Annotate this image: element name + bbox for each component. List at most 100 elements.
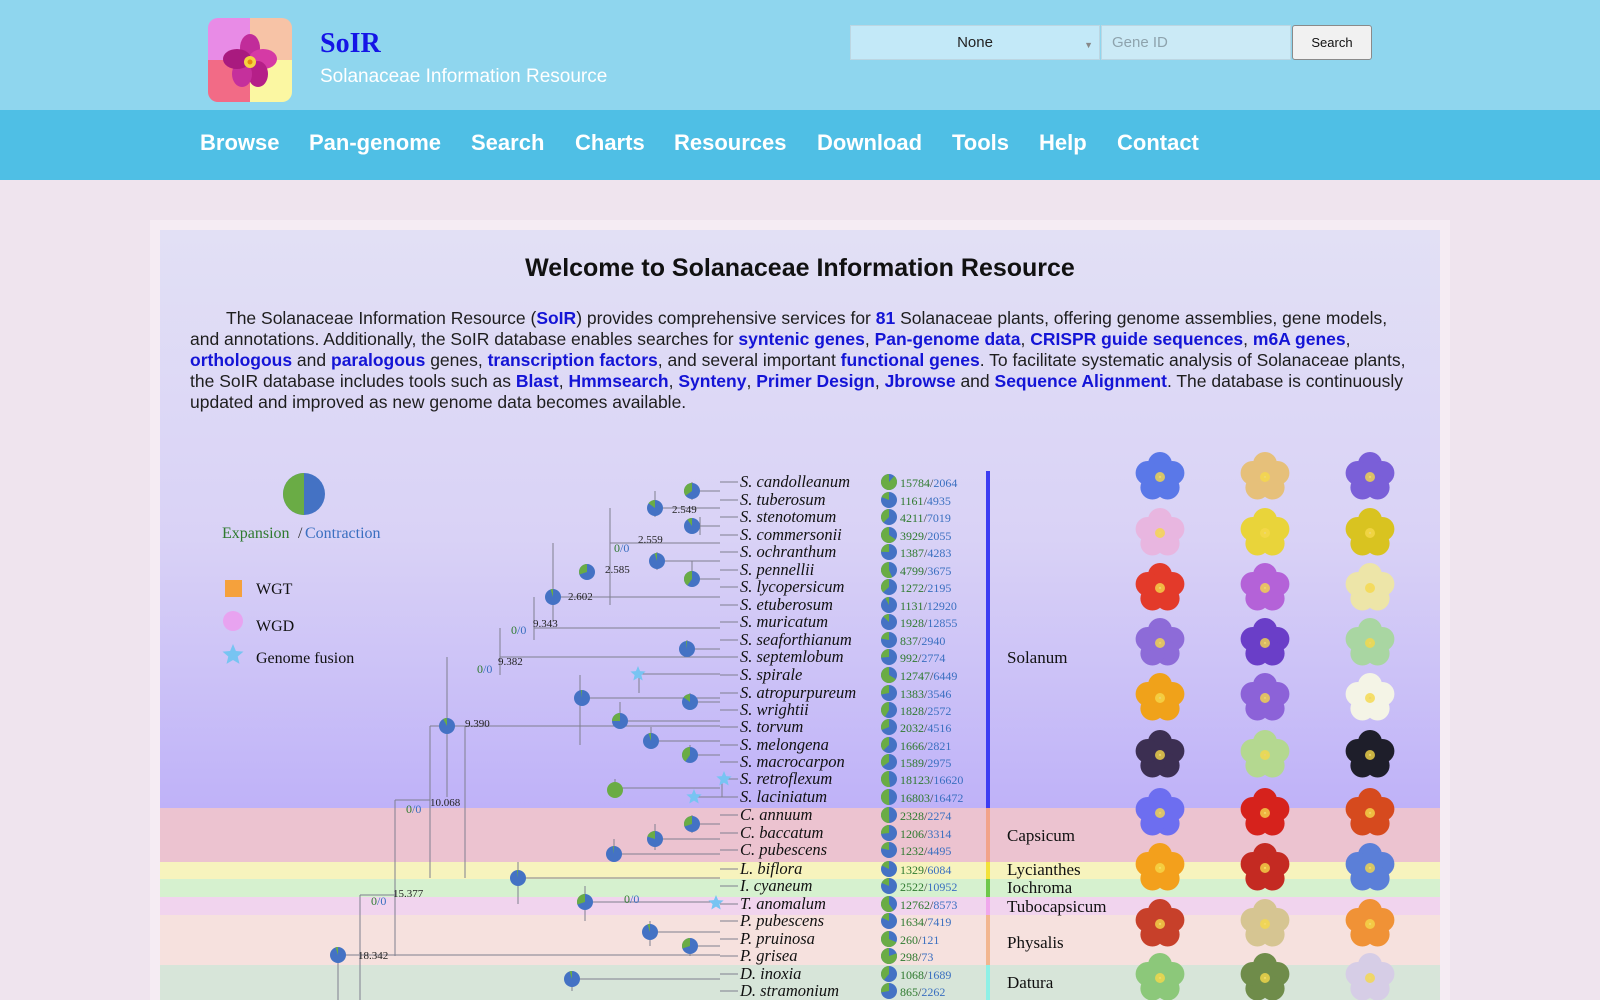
species-name: S. pennellii <box>740 560 815 579</box>
pie-expansion <box>880 579 889 593</box>
pie-expansion <box>881 948 897 964</box>
intro-link[interactable]: Jbrowse <box>884 371 956 391</box>
wgd-circle-icon <box>223 611 243 631</box>
nav-pan-genome[interactable]: Pan-genome <box>309 130 442 155</box>
genus-bar <box>986 862 990 879</box>
legend-pie <box>283 473 325 515</box>
node-gene-pie <box>579 564 595 580</box>
intro-link[interactable]: Blast <box>515 371 559 391</box>
species-gene-counts: 1272/2195 <box>900 581 951 595</box>
site-logo[interactable] <box>208 18 292 102</box>
species-gene-pie <box>881 719 897 735</box>
pie-expansion <box>881 667 896 683</box>
species-gene-counts: 1329/6084 <box>900 863 951 877</box>
pie-expansion <box>682 938 690 949</box>
genus-bar <box>986 808 990 862</box>
species-gene-pie <box>881 667 897 683</box>
species-photo <box>1240 563 1290 611</box>
nav-contact[interactable]: Contact <box>1117 130 1199 155</box>
wgt-square-icon <box>225 580 242 597</box>
node-gene-count: 0/0 <box>371 894 386 908</box>
species-gene-counts: 1161/4935 <box>900 494 951 508</box>
photo-center <box>1365 693 1375 703</box>
species-name: S. torvum <box>740 717 803 736</box>
intro-link[interactable]: Pan-genome data <box>874 329 1021 349</box>
pie-expansion <box>648 733 651 741</box>
photo-center <box>1155 750 1165 760</box>
photo-shape <box>1135 852 1160 876</box>
intro-link[interactable]: Sequence Alignment <box>994 371 1167 391</box>
species-gene-counts: 4799/3675 <box>900 564 951 578</box>
intro-link[interactable]: paralogous <box>331 350 426 370</box>
pie-expansion <box>516 870 518 878</box>
gene-id-input[interactable] <box>1101 25 1291 60</box>
species-gene-counts: 865/2262 <box>900 985 945 999</box>
intro-link[interactable]: SoIR <box>536 308 577 328</box>
site-title[interactable]: SoIR <box>320 28 381 59</box>
photo-center <box>1260 863 1270 873</box>
pie-expansion <box>647 924 650 932</box>
photo-center <box>1365 583 1375 593</box>
photo-shape <box>1135 682 1160 706</box>
search-button[interactable]: Search <box>1292 25 1372 60</box>
intro-link[interactable]: CRISPR guide sequences <box>1030 329 1244 349</box>
species-gene-pie <box>881 861 897 877</box>
photo-shape <box>1345 797 1370 821</box>
intro-link[interactable]: Hmmsearch <box>568 371 669 391</box>
photo-center <box>1155 919 1165 929</box>
main-nav: Browse Pan-genome Search Charts Resource… <box>0 110 1600 180</box>
species-gene-pie <box>881 948 897 964</box>
intro-link[interactable]: m6A genes <box>1252 329 1346 349</box>
node-gene-pie <box>682 694 698 710</box>
photo-center <box>1365 863 1375 873</box>
intro-link[interactable]: transcription factors <box>487 350 658 370</box>
intro-link[interactable]: functional genes <box>840 350 980 370</box>
nav-resources[interactable]: Resources <box>674 130 787 155</box>
node-gene-pie <box>330 947 346 963</box>
species-gene-counts: 2032/4516 <box>900 721 951 735</box>
photo-center <box>1260 472 1270 482</box>
legend-wgd: WGD <box>256 618 294 635</box>
species-gene-pie <box>881 649 897 665</box>
species-gene-counts: 837/2940 <box>900 634 945 648</box>
species-name: S. septemlobum <box>740 647 844 666</box>
species-select[interactable]: None ▼ <box>850 25 1100 60</box>
legend-expansion: Expansion <box>222 525 290 542</box>
genome-fusion-star-icon <box>686 789 702 804</box>
species-gene-counts: 1666/2821 <box>900 739 951 753</box>
nav-help[interactable]: Help <box>1039 130 1087 155</box>
node-age-label: 18.342 <box>358 950 388 962</box>
species-name: S. stenotomum <box>740 507 836 526</box>
species-gene-pie <box>881 597 897 613</box>
intro-text: , <box>668 371 679 391</box>
intro-link[interactable]: 81 <box>875 308 896 328</box>
node-gene-pie <box>577 894 593 910</box>
pie-expansion <box>683 694 690 702</box>
pie-expansion <box>684 483 692 496</box>
nav-charts[interactable]: Charts <box>575 130 645 155</box>
site-header: SoIR Solanaceae Information Resource Non… <box>0 0 1600 110</box>
node-gene-pie <box>684 816 700 832</box>
nav-browse[interactable]: Browse <box>200 130 280 155</box>
photo-shape <box>1240 962 1265 986</box>
species-photo <box>1240 618 1290 666</box>
photo-shape <box>1345 852 1370 876</box>
species-photo <box>1135 673 1185 721</box>
nav-search[interactable]: Search <box>471 130 545 155</box>
pie-expansion <box>647 831 655 839</box>
node-age-label: 2.559 <box>638 534 663 546</box>
nav-tools[interactable]: Tools <box>952 130 1010 155</box>
species-gene-counts: 1206/3314 <box>900 827 951 841</box>
species-photo <box>1345 730 1395 778</box>
intro-link[interactable]: Primer Design <box>756 371 875 391</box>
nav-download[interactable]: Download <box>817 130 923 155</box>
flower-logo-icon <box>208 18 292 102</box>
species-name: S. spirale <box>740 665 802 684</box>
species-gene-pie <box>881 509 897 525</box>
species-name: S. melongena <box>740 735 829 754</box>
intro-link[interactable]: orthologous <box>190 350 293 370</box>
node-gene-pie <box>649 553 665 569</box>
pie-expansion <box>577 894 585 905</box>
intro-link[interactable]: syntenic genes <box>738 329 865 349</box>
intro-link[interactable]: Synteny <box>678 371 747 391</box>
